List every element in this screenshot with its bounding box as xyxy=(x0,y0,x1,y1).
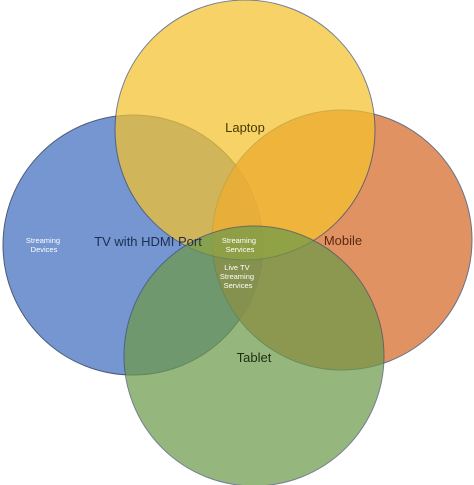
region-labels: Streaming Devices Streaming Services Liv… xyxy=(26,236,258,290)
tv-only-label: Streaming Devices xyxy=(26,236,62,254)
tv-label: TV with HDMI Port xyxy=(94,234,202,249)
tablet-label: Tablet xyxy=(237,350,272,365)
center-top-label: Streaming Services xyxy=(222,236,258,254)
mobile-label: Mobile xyxy=(324,233,362,248)
tablet-circle xyxy=(123,225,385,485)
laptop-label: Laptop xyxy=(225,120,265,135)
center-label: Live TV Streaming Services xyxy=(220,263,256,290)
set-labels: Laptop TV with HDMI Port Mobile Tablet xyxy=(94,120,362,365)
